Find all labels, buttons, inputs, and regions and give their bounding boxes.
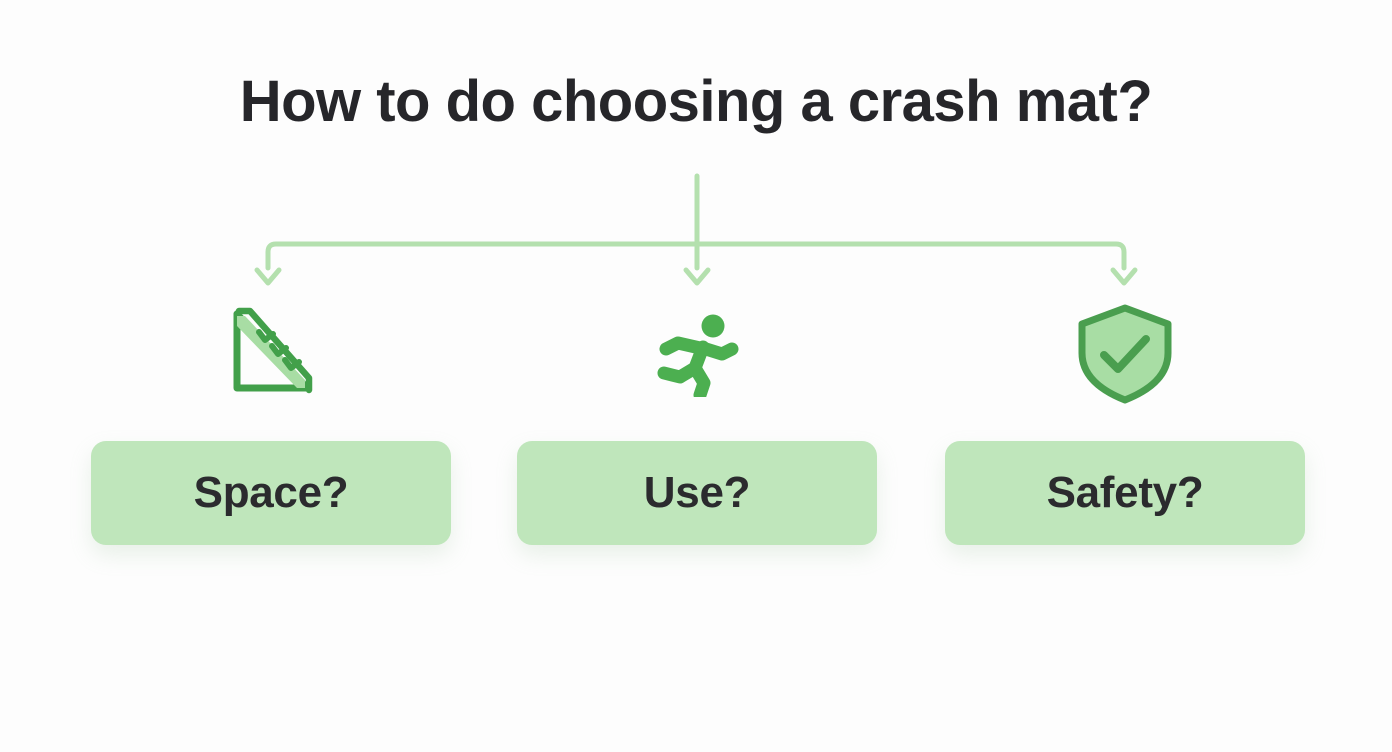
running-person-icon	[654, 300, 740, 408]
label-box-safety[interactable]: Safety?	[945, 441, 1305, 545]
branch-label: Safety?	[1046, 468, 1204, 517]
branch-label: Use?	[643, 468, 751, 517]
ruler-triangle-icon	[221, 300, 321, 408]
branch-safety[interactable]: Safety?	[945, 300, 1305, 545]
label-box-use[interactable]: Use?	[517, 441, 877, 545]
branch-label: Space?	[193, 468, 349, 517]
shield-check-icon	[1073, 300, 1177, 408]
branch-use[interactable]: Use?	[517, 300, 877, 545]
branch-space[interactable]: Space?	[91, 300, 451, 545]
page-title: How to do choosing a crash mat?	[239, 69, 1153, 134]
label-box-space[interactable]: Space?	[91, 441, 451, 545]
